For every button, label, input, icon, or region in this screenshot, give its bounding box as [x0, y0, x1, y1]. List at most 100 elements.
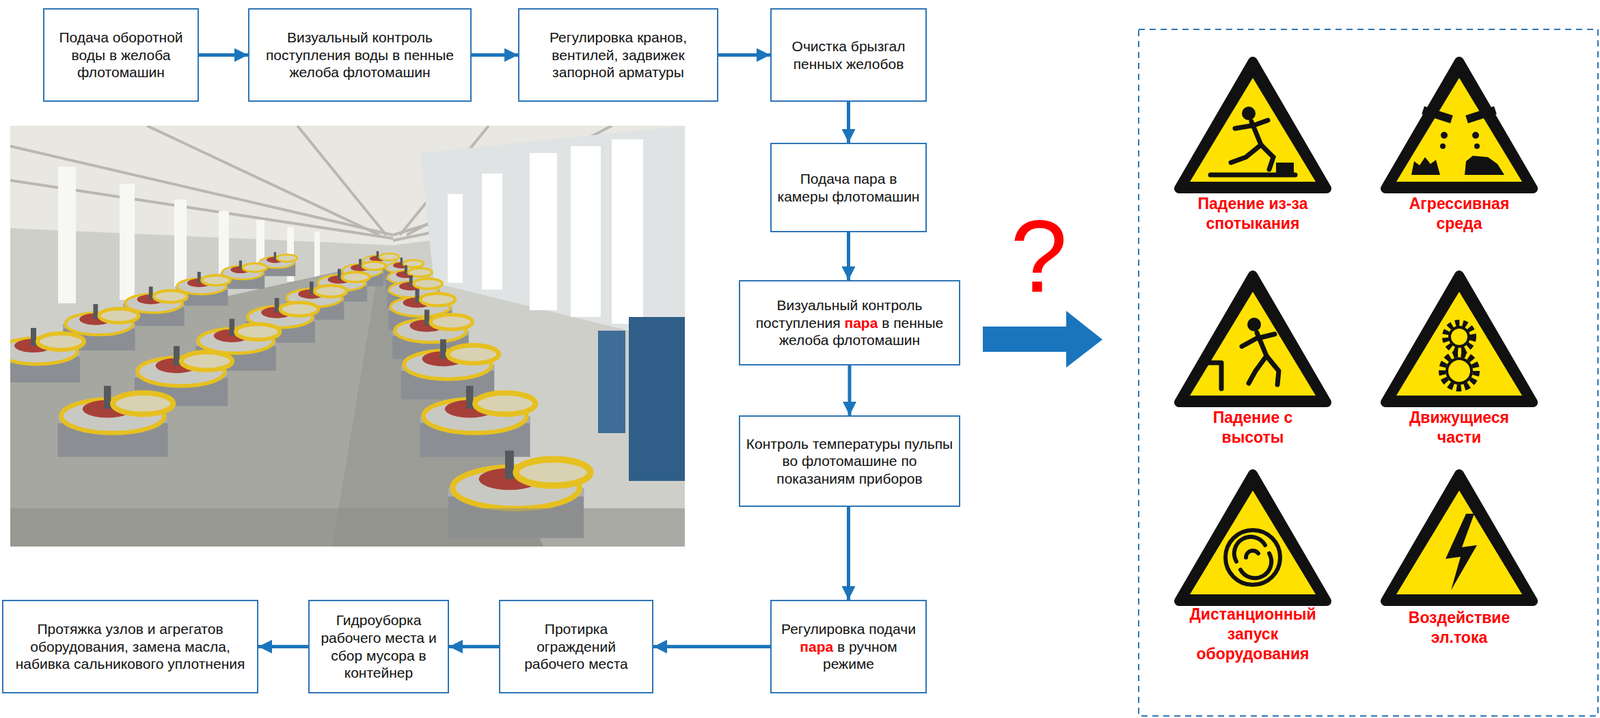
box-text: Гидроуборка рабочего места и сбор мусора…: [309, 611, 448, 682]
word: сальникового: [73, 656, 164, 672]
word: агрегатов: [159, 621, 223, 637]
word: контроль: [372, 29, 433, 46]
box-text: Контроль температуры пульпы во флотомаши…: [740, 435, 959, 488]
word: пара: [853, 170, 886, 187]
word: Очистка: [792, 38, 847, 54]
word: контейнер: [344, 665, 413, 681]
box-text: Визуальный контроль поступления воды в п…: [249, 28, 471, 82]
process-box: Контроль температуры пульпы во флотомаши…: [738, 415, 961, 508]
word: и: [147, 621, 156, 637]
word: замена: [132, 639, 182, 655]
word: масла,: [184, 639, 230, 655]
word: желобов: [846, 56, 904, 72]
sign-caption: Воздействие эл.тока: [1387, 608, 1531, 648]
word: желоба: [120, 47, 171, 63]
flow-arrow: [846, 101, 851, 143]
process-box: Подача пара в камеры флотомашин: [770, 142, 927, 233]
word: контроль: [861, 297, 922, 314]
box-text: Регулировка кранов, вентилей, задвижек з…: [519, 28, 717, 82]
word: запорной: [552, 64, 615, 80]
word: в: [881, 315, 890, 331]
word: температуры: [812, 436, 901, 452]
flow-arrow: [449, 645, 499, 649]
word: в: [109, 47, 117, 63]
question-mark: ?: [991, 205, 1087, 308]
process-box: Протирка ограждений рабочего места: [498, 600, 654, 694]
box-text: Подача оборотной воды в желоба флотомаши…: [44, 28, 198, 82]
word: флотомашин: [77, 64, 165, 80]
corrosive-sign: [1385, 61, 1534, 189]
process-box: Подача оборотной воды в желоба флотомаши…: [43, 8, 199, 102]
flow-arrow: [198, 53, 249, 57]
word: оборотной: [112, 29, 184, 46]
word: пара: [799, 639, 834, 655]
process-box: Визуальный контроль поступления пара в п…: [738, 280, 961, 366]
process-box: Гидроуборка рабочего места и сбор мусора…: [308, 600, 450, 694]
word: камеры: [777, 188, 829, 205]
word: Визуальный: [287, 29, 369, 46]
process-box: Протяжка узлов и агрегатов оборудования,…: [2, 600, 259, 694]
word: Контроль: [746, 436, 809, 452]
word: флотомашин: [832, 332, 920, 348]
word: воды: [354, 47, 389, 63]
word: узлов: [105, 621, 144, 637]
word: в: [889, 170, 897, 187]
word: показаниям: [776, 470, 856, 487]
word: в: [418, 647, 427, 664]
word: приборов: [859, 470, 923, 487]
word: пенные: [403, 47, 454, 63]
process-box: Очистка брызгал пенных желобов: [770, 8, 927, 102]
word: в: [392, 47, 400, 63]
word: и: [428, 630, 437, 646]
word: оборудования,: [30, 639, 129, 655]
word: ограждений: [536, 639, 616, 655]
word: воды: [71, 47, 106, 63]
flow-arrow: [653, 645, 771, 649]
word: пульпы: [904, 436, 953, 452]
box-text: Очистка брызгал пенных желобов: [771, 37, 926, 73]
flow-arrow: [846, 507, 851, 601]
word: поступления: [755, 315, 841, 331]
process-box: Регулировка подачи пара в ручном режиме: [770, 600, 927, 694]
word: флотомашине: [801, 453, 898, 469]
sign-caption: Падение с высоты: [1181, 408, 1325, 448]
dashed-panel: [1138, 29, 1598, 717]
word: брызгал: [850, 38, 906, 54]
box-text: Протирка ограждений рабочего места: [500, 620, 653, 674]
word: арматуры: [618, 64, 685, 80]
word: места: [384, 630, 425, 646]
word: кранов,: [636, 29, 687, 46]
word: желоба: [289, 64, 339, 80]
flow-arrow: [848, 365, 852, 416]
box-text: Визуальный контроль поступления пара в п…: [740, 296, 959, 350]
block-arrow: [982, 310, 1103, 368]
word: мусора: [366, 647, 415, 664]
word: рабочего: [320, 630, 381, 646]
word: во: [782, 453, 799, 469]
word: рабочего: [524, 656, 585, 672]
remote-start-sign: [1178, 474, 1327, 602]
box-text: Подача пара в камеры флотомашин: [771, 170, 926, 206]
word: пенных: [793, 56, 843, 72]
word: Подача: [58, 29, 108, 46]
flow-arrow: [718, 53, 771, 57]
fall-from-height-sign: [1178, 275, 1327, 403]
flow-arrow: [471, 53, 519, 57]
box-text: Регулировка подачи пара в ручном режиме: [771, 620, 926, 674]
word: желоба: [779, 332, 829, 348]
word: пенные: [893, 315, 944, 331]
sign-caption: Дистанционный запуск оборудования: [1181, 604, 1325, 664]
word: флотомашин: [832, 188, 920, 205]
word: места: [588, 656, 629, 672]
word: задвижек: [621, 47, 685, 63]
word: в: [837, 639, 845, 655]
word: пара: [844, 315, 879, 331]
word: поступления: [265, 47, 351, 63]
word: уплотнения: [167, 656, 245, 672]
sign-caption: Агрессивная среда: [1387, 194, 1531, 234]
word: Подача: [800, 170, 850, 187]
word: Регулировка: [781, 621, 865, 637]
box-text: Протяжка узлов и агрегатов оборудования,…: [3, 620, 257, 674]
word: Визуальный: [777, 297, 859, 314]
moving-parts-sign: [1385, 275, 1534, 403]
